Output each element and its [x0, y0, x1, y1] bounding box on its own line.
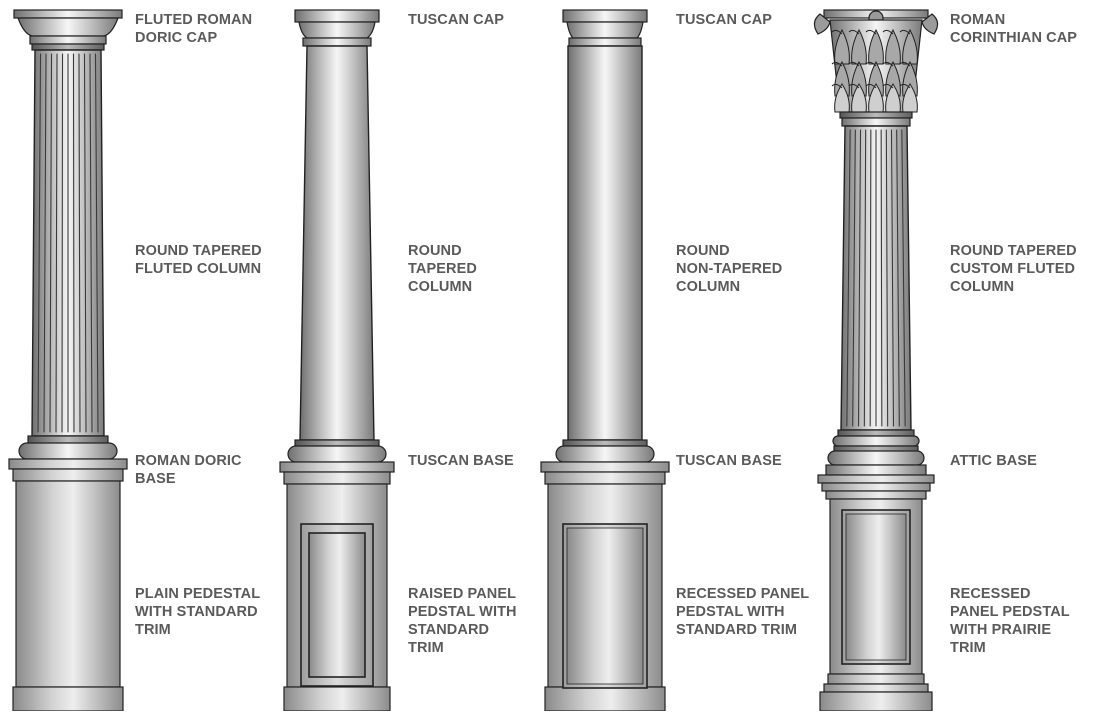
base-torus-upper [833, 436, 919, 446]
pedestal-cap-trim [541, 462, 669, 472]
base-fillet [295, 440, 379, 446]
cap-abacus [295, 10, 379, 22]
column-3-drawing [541, 10, 669, 711]
flute-line [62, 54, 63, 432]
pedestal-base-trim [284, 687, 390, 711]
cap-abacus [563, 10, 647, 22]
pedestal-base-trim [820, 692, 932, 711]
column-2-drawing [280, 10, 394, 711]
cap-necking [30, 36, 106, 44]
label-col3-base: TUSCAN BASE [676, 452, 782, 470]
label-col4-base: ATTIC BASE [950, 452, 1037, 470]
pedestal-base-band-2 [824, 684, 928, 692]
flute-line [74, 54, 75, 432]
pedestal-cap-band [284, 472, 390, 484]
pedestal-cap-trim [9, 459, 127, 469]
column-shaft [300, 46, 374, 440]
cap-abacus [14, 10, 122, 18]
pedestal-cap-band [13, 469, 123, 481]
label-col1-base: ROMAN DORICBASE [135, 452, 242, 488]
base-plinth [826, 465, 926, 475]
pedestal-cap-trim [818, 475, 934, 483]
base-fillet-top [838, 430, 914, 436]
raised-panel [301, 524, 373, 686]
cap-echinus [567, 22, 643, 38]
recessed-panel-face [567, 528, 643, 684]
base-torus [288, 446, 386, 462]
pedestal-cap-band-2 [826, 491, 926, 499]
pedestal-base-trim [13, 687, 123, 711]
cap-necking [842, 118, 910, 126]
pedestal-base-band [828, 674, 924, 684]
base-torus [556, 446, 654, 462]
cap-echinus [18, 18, 118, 36]
column-4-drawing [814, 10, 937, 711]
label-col1-pedestal: PLAIN PEDESTALWITH STANDARDTRIM [135, 585, 260, 639]
flute-line [881, 130, 882, 426]
label-col2-shaft: ROUNDTAPEREDCOLUMN [408, 242, 477, 296]
cap-astragal [32, 44, 104, 50]
pedestal-body [16, 481, 120, 687]
plain-pedestal [9, 459, 127, 711]
cap-necking [569, 38, 641, 46]
pedestal-cap-band [822, 483, 930, 491]
pedestal-cap-trim [280, 462, 394, 472]
label-col3-cap: TUSCAN CAP [676, 11, 772, 29]
base-torus [19, 443, 117, 459]
recessed-panel [563, 524, 647, 688]
cap-echinus [299, 22, 375, 38]
column-1-drawing [9, 10, 127, 711]
recessed-panel-face [846, 514, 906, 660]
recessed-panel [842, 510, 910, 664]
pedestal-base-trim [545, 687, 665, 711]
label-col2-cap: TUSCAN CAP [408, 11, 504, 29]
pedestal-cap-band [545, 472, 665, 484]
label-col2-base: TUSCAN BASE [408, 452, 514, 470]
flute-line [870, 130, 871, 426]
base-fillet [563, 440, 647, 446]
cap-necking [303, 38, 371, 46]
raised-panel-inner [309, 533, 365, 677]
base-torus-lower [828, 451, 924, 465]
cap-astragal [840, 112, 912, 118]
column-shaft [568, 46, 642, 440]
